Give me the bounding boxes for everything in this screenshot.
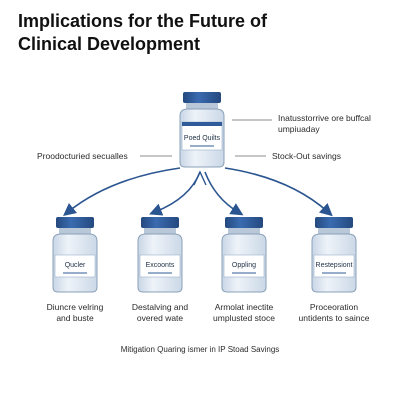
- arrow-up-head: [193, 170, 207, 186]
- vial-caption-4: Proceoration untidents to saince: [286, 302, 382, 324]
- title-line-2: Clinical Development: [18, 34, 201, 54]
- vial-label-4: Restepsiont: [315, 262, 353, 269]
- right-label: Stock-Out savings: [272, 151, 341, 161]
- center-vial-label: Poed Quilts: [183, 135, 221, 142]
- vial-caption-2-line-2: overed wate: [136, 313, 184, 323]
- vial-caption-4-line-1: Proceoration: [309, 302, 359, 312]
- vial-label-3: Oppling: [231, 262, 257, 269]
- arrow-to-vial-1: [63, 167, 181, 217]
- medicine-vial-icon: [179, 92, 225, 168]
- title-line-1: Implications for the Future of: [18, 11, 268, 31]
- footer-note: Mitigation Quaring ismer in IP Stoad Sav…: [120, 345, 280, 354]
- vial-caption-3-line-1: Armolat inectite: [214, 302, 274, 312]
- vial-caption-1: Diuncre velring and buste: [27, 302, 123, 324]
- top-right-label-line-2: umpiuaday: [278, 124, 320, 134]
- vial-caption-2-line-1: Destalving and: [131, 302, 189, 312]
- vial-caption-4-line-2: untidents to saince: [298, 313, 370, 323]
- medicine-vial-icon: [311, 217, 357, 293]
- vial-label-1: Qucler: [64, 262, 86, 269]
- vial-caption-3: Armolat inectite umplusted stoce: [196, 302, 292, 324]
- arrow-to-vial-4: [224, 167, 333, 217]
- page-title: Implications for the Future of Clinical …: [18, 10, 388, 56]
- vial-label-2: Excoonts: [145, 262, 175, 269]
- arrow-to-vial-2: [149, 171, 201, 216]
- top-right-label-line-1: Inatusstorrive ore buffcal: [278, 113, 371, 123]
- arrow-to-vial-3: [204, 171, 244, 216]
- vial-caption-1-line-2: and buste: [56, 313, 94, 323]
- medicine-vial-icon: [137, 217, 183, 293]
- vial-caption-2: Destalving and overed wate: [112, 302, 208, 324]
- vial-caption-3-line-2: umplusted stoce: [213, 313, 275, 323]
- medicine-vial-icon: [52, 217, 98, 293]
- left-label: Proodocturied secualles: [37, 151, 128, 161]
- vial-caption-1-line-1: Diuncre velring: [46, 302, 104, 312]
- medicine-vial-icon: [221, 217, 267, 293]
